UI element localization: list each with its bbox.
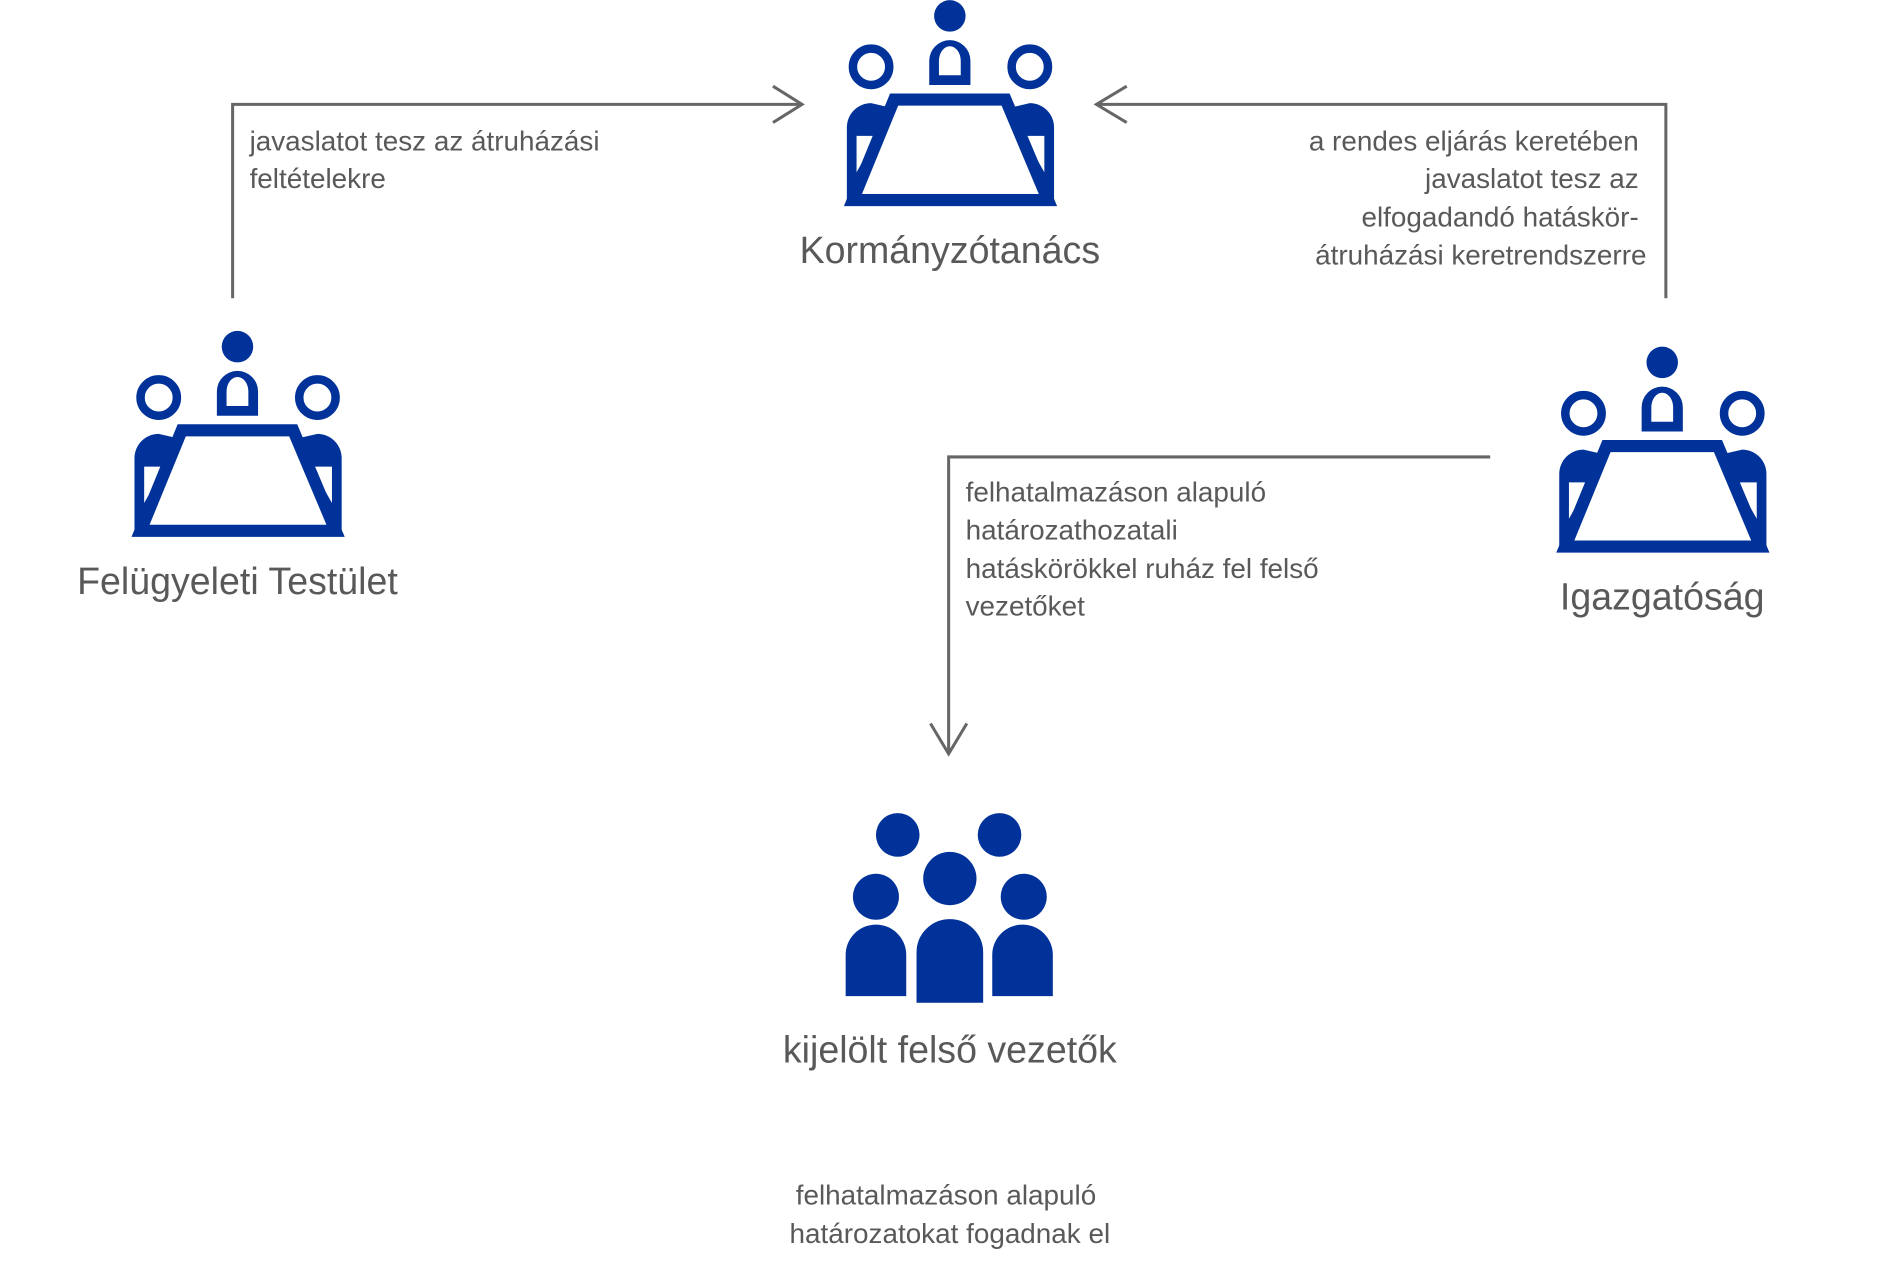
executive-board-icon — [1559, 347, 1766, 547]
executive-board-label: Igazgatóság — [1560, 576, 1765, 618]
arrowhead-icon — [1093, 84, 1128, 124]
senior-managers-icon — [845, 813, 1053, 1009]
senior-managers-label: kijelölt felső vezetők — [783, 1029, 1117, 1071]
executive-to-council-text: a rendes eljárás keretében javaslatot te… — [1309, 125, 1647, 270]
governing-council-label: Kormányzótanács — [800, 229, 1101, 271]
managers-note-text: felhatalmazáson alapuló határozatokat fo… — [790, 1179, 1111, 1249]
arrowhead-icon — [772, 84, 805, 124]
supervisory-edge-text: javaslatot tesz az átruházási feltételek… — [249, 125, 608, 194]
supervisory-board-label: Felügyeleti Testület — [77, 560, 398, 602]
arrow-executive-to-managers — [947, 455, 1491, 754]
arrow-supervisory-to-council — [231, 102, 803, 299]
executive-to-managers-text: felhatalmazáson alapuló határozathozatal… — [966, 477, 1327, 622]
governing-council-icon — [847, 0, 1054, 200]
arrowhead-icon — [929, 722, 969, 757]
supervisory-board-icon — [134, 331, 341, 531]
arrow-executive-to-council — [1096, 102, 1668, 299]
